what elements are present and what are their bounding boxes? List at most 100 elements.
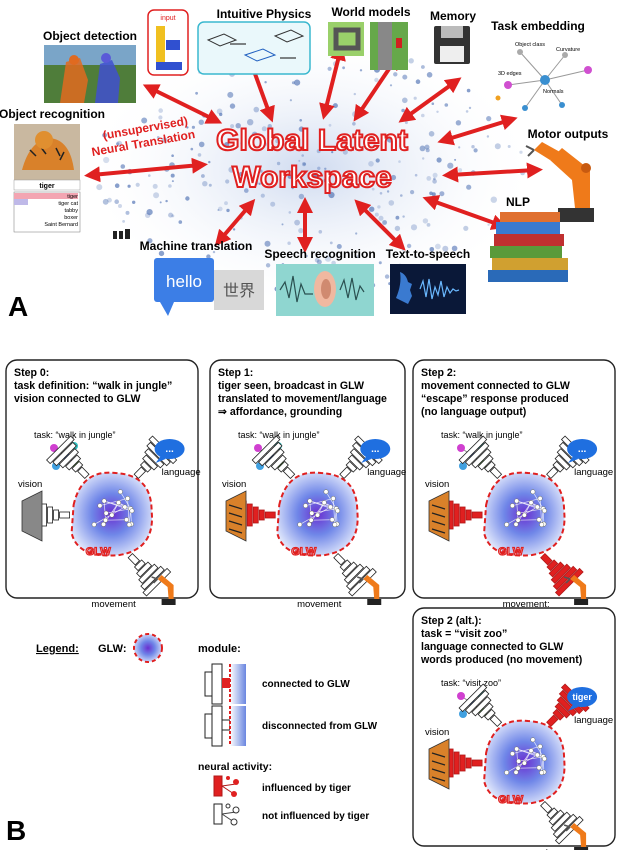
network-node — [371, 187, 375, 191]
network-node — [368, 161, 374, 167]
network-node — [171, 154, 174, 157]
network-node — [227, 91, 234, 98]
network-node — [402, 74, 408, 80]
network-node — [298, 126, 305, 132]
rec-label-1: tiger — [67, 194, 78, 200]
network-node — [305, 254, 308, 258]
network-node — [281, 223, 284, 226]
label-memory: Memory — [430, 9, 476, 23]
rec-label-4: boxer — [64, 215, 78, 221]
network-node — [276, 161, 281, 166]
network-node — [301, 154, 305, 157]
task-module — [458, 683, 503, 728]
network-node — [310, 255, 313, 258]
network-node — [153, 192, 160, 199]
task-label: task: “walk in jungle” — [441, 430, 523, 440]
network-node — [432, 172, 438, 178]
network-node — [473, 148, 478, 153]
legend-not-influenced-text: not influenced by tiger — [262, 811, 369, 822]
network-node — [426, 223, 431, 227]
task-module — [458, 435, 503, 480]
movement-label: movement — [297, 599, 342, 610]
glw-label: GLW — [498, 546, 524, 558]
network-node — [291, 182, 295, 186]
network-node — [359, 69, 363, 72]
step-panel-2-alt: Step 2 (alt.):task = “visit zoo”language… — [412, 607, 616, 850]
network-node — [386, 136, 393, 143]
network-node — [455, 120, 462, 126]
object-recognition-image: tiger tiger tiger cat tabby boxer Saint … — [13, 124, 81, 233]
vision-label: vision — [425, 727, 449, 738]
network-node — [198, 119, 204, 125]
network-node — [414, 173, 418, 177]
glw-title-line2: Workspace — [232, 161, 392, 194]
network-node — [458, 146, 461, 149]
network-node — [401, 108, 405, 113]
network-node — [264, 81, 267, 84]
glw-label: GLW — [86, 546, 112, 558]
network-node — [435, 243, 441, 250]
network-node — [429, 191, 433, 196]
network-node — [428, 131, 435, 137]
vision-input-tiger — [225, 490, 247, 542]
network-node — [424, 144, 430, 150]
network-node — [171, 214, 175, 218]
network-node — [429, 247, 435, 252]
network-node — [299, 119, 303, 122]
network-node — [120, 164, 126, 169]
task-word-edges: 3D edges — [498, 71, 522, 77]
network-node — [426, 197, 430, 201]
network-node — [152, 183, 158, 189]
language-speech-bubble — [360, 439, 391, 459]
network-node — [519, 150, 523, 154]
network-node — [398, 160, 401, 163]
panel-b-letter: B — [6, 815, 26, 846]
vision-input-tiger — [428, 738, 450, 790]
network-node — [158, 108, 163, 113]
network-node — [454, 158, 457, 161]
movement-module — [333, 552, 377, 597]
network-node — [226, 208, 230, 213]
network-node — [466, 88, 471, 93]
network-node — [206, 119, 209, 122]
glw-label: GLW — [291, 546, 317, 558]
network-node — [328, 191, 335, 199]
glw-blob — [276, 471, 359, 557]
physics-input-tag: input — [160, 15, 175, 22]
network-node — [329, 241, 333, 245]
network-node — [127, 184, 131, 188]
network-node — [458, 168, 463, 173]
task-label: task: “visit zoo” — [441, 678, 501, 688]
network-node — [145, 212, 151, 218]
network-node — [318, 230, 323, 234]
network-node — [249, 136, 252, 139]
network-node — [259, 141, 262, 145]
robot-arm-image — [525, 142, 594, 222]
network-node — [258, 182, 261, 185]
network-node — [118, 204, 122, 208]
object-detection-image — [44, 45, 136, 103]
network-node — [298, 228, 304, 234]
bubble-text: ... — [165, 444, 174, 455]
network-node — [171, 180, 174, 183]
language-label: language — [162, 467, 201, 478]
network-node — [294, 219, 300, 226]
network-node — [208, 183, 212, 187]
legend-glw-label: GLW: — [98, 643, 127, 655]
language-label: language — [574, 715, 613, 726]
rec-label-5: Saint Bernard — [44, 222, 78, 228]
network-node — [96, 184, 103, 191]
network-node — [324, 167, 327, 170]
network-node — [224, 201, 228, 206]
speech-recognition-image — [276, 264, 374, 316]
network-node — [270, 201, 276, 207]
translation-image: hello 世界 — [154, 258, 264, 316]
network-node — [114, 199, 119, 204]
network-node — [355, 232, 358, 235]
network-node — [331, 151, 334, 154]
network-node — [260, 193, 265, 198]
task-word-normals: Normals — [543, 89, 564, 95]
network-node — [298, 159, 301, 162]
books-image — [488, 212, 568, 282]
